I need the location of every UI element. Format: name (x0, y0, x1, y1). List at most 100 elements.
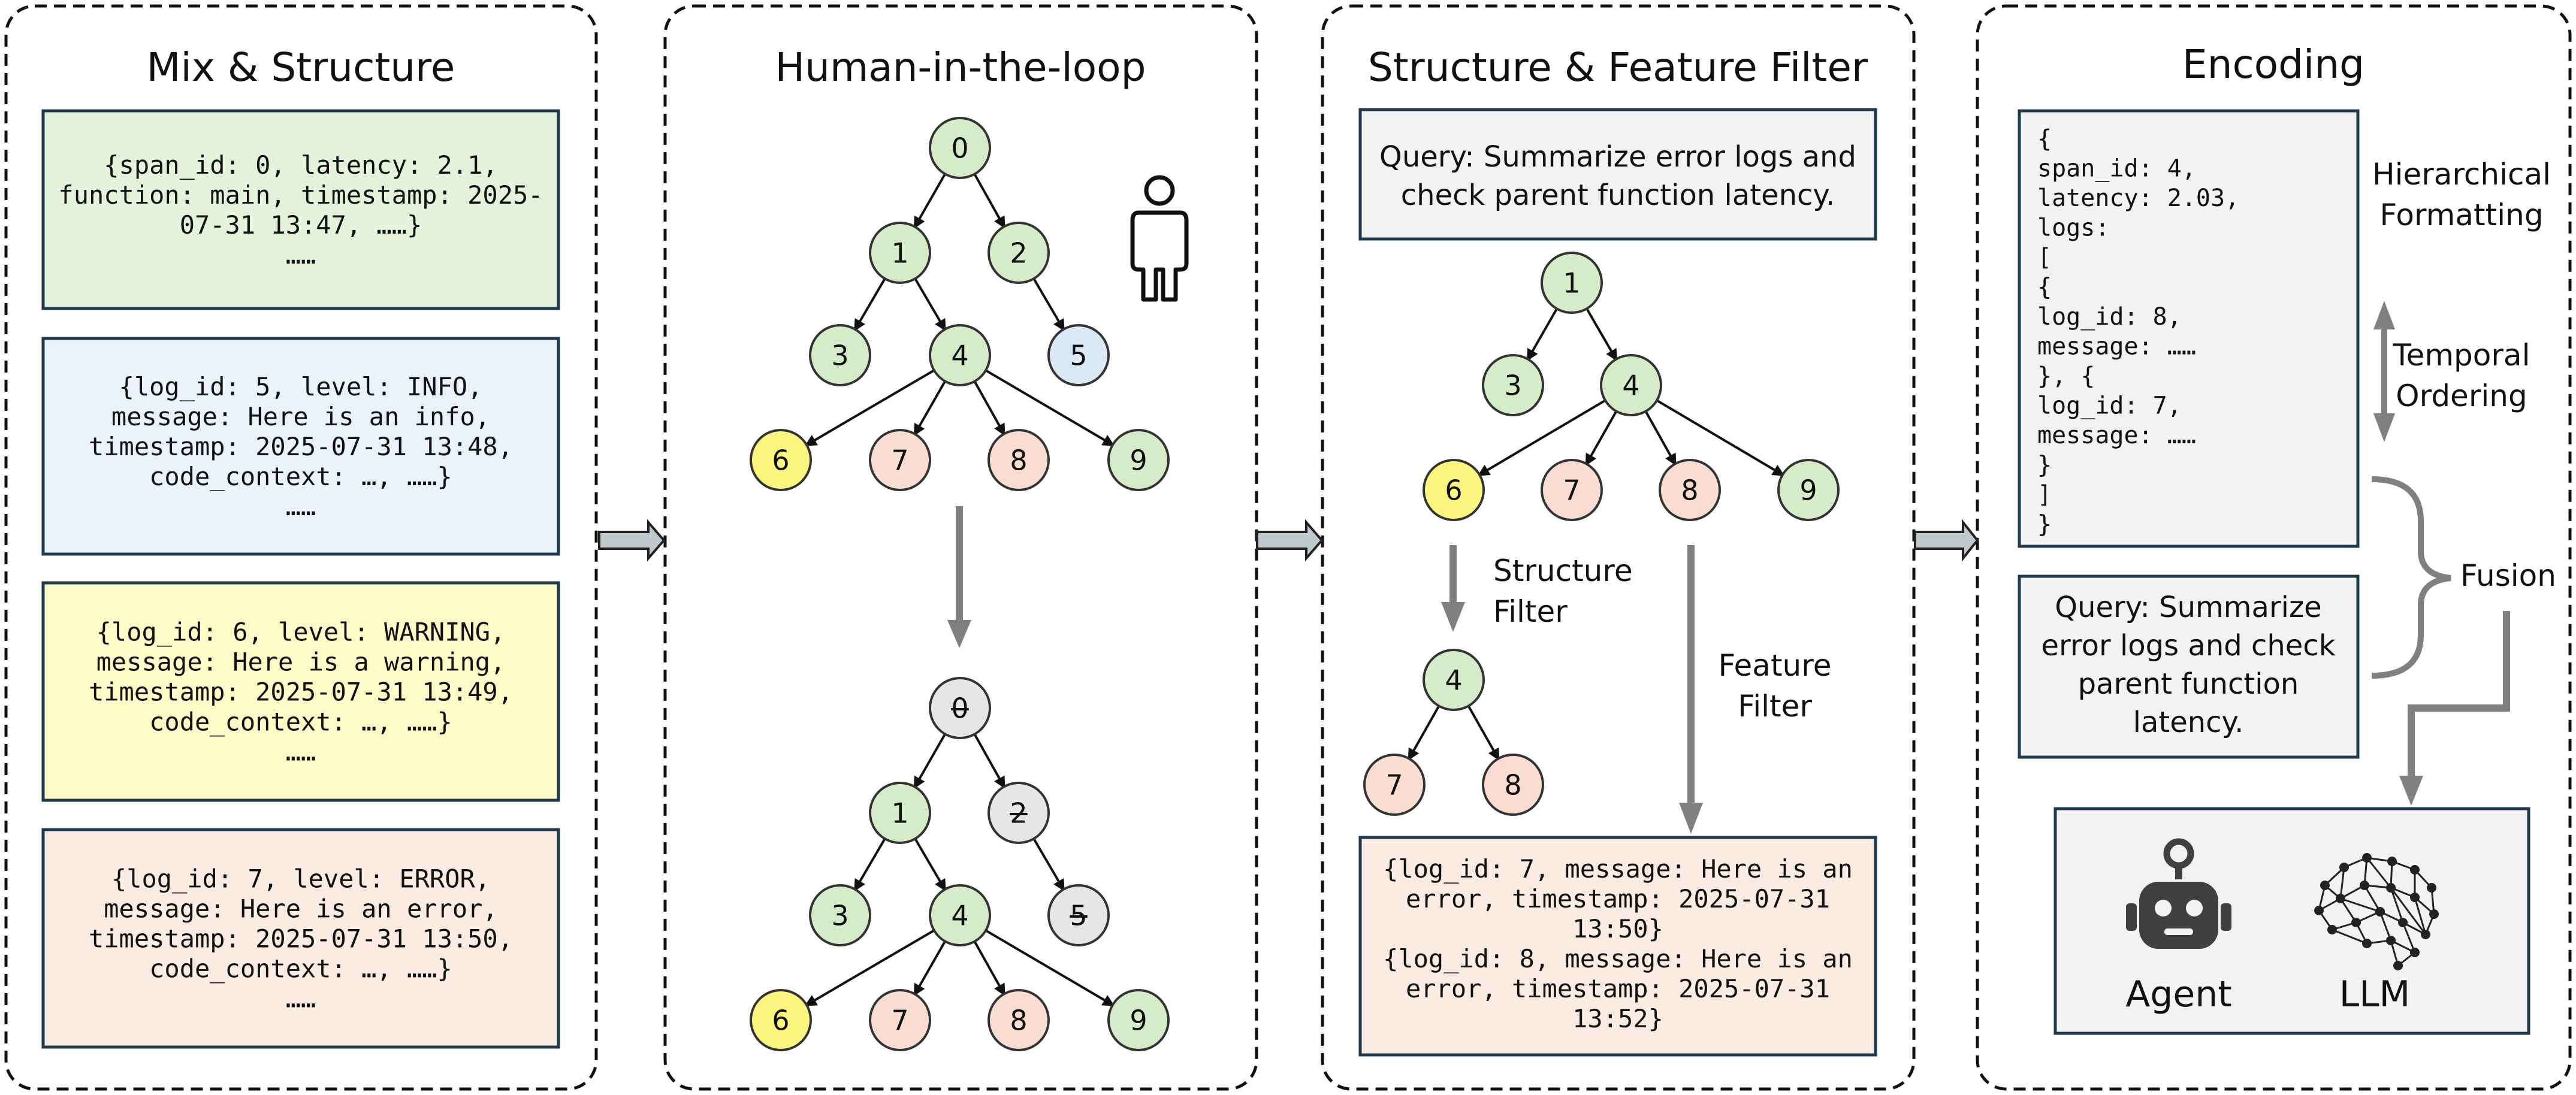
encoding-json-box (2018, 109, 2360, 548)
tree-node: 6 (750, 989, 812, 1051)
tree-node-circle (1600, 354, 1662, 416)
tree-node: 3 (1482, 354, 1544, 416)
tree-node: 3 (809, 884, 871, 946)
tree-edge (1585, 410, 1618, 466)
mix-record-line: {log_id: 5, level: INFO, (119, 372, 483, 401)
tree-node: 4 (929, 324, 991, 386)
tree-node: 7 (1541, 459, 1603, 521)
flow-arrow-3 (1914, 519, 1979, 562)
tree-node: 8 (1482, 754, 1544, 816)
tree-node-label: 7 (891, 444, 908, 477)
tree-node-label: 3 (831, 340, 848, 372)
encoding-query-line: error logs and check (2042, 629, 2336, 663)
tree-edge (985, 369, 1115, 446)
tree-edge (985, 929, 1115, 1006)
tree-node-circle (987, 989, 1050, 1051)
tree-node-label: 8 (1010, 1005, 1027, 1037)
tree-edge (1656, 399, 1785, 476)
network-node (2410, 893, 2420, 902)
tree-edge (973, 380, 1005, 436)
network-link (2340, 897, 2381, 913)
tree-node-label: 8 (1681, 474, 1698, 507)
tree-node-circle (929, 117, 991, 179)
brain-network-icon (2314, 853, 2439, 970)
tree-node-circle (929, 324, 991, 386)
tree-node-label: 8 (1010, 444, 1027, 477)
mix-record-line: …… (286, 240, 316, 270)
hierarchical-line: Hierarchical (2372, 157, 2551, 192)
filter-result-line: error, timestamp: 2025-07-31 (1406, 884, 1830, 913)
tree-node-label: 7 (891, 1005, 908, 1037)
mix-record-line: function: main, timestamp: 2025- (58, 180, 543, 210)
tree-node: 2 (987, 222, 1050, 284)
mix-record-line: {log_id: 7, level: ERROR, (111, 864, 490, 894)
tree-node-circle (869, 429, 931, 491)
temporal-line: Temporal (2393, 338, 2530, 373)
tree-node-label: 4 (951, 900, 968, 932)
tree-node: 9 (1107, 429, 1170, 491)
tree-node-label: 9 (1799, 474, 1817, 507)
feature-filter-arrow (1679, 545, 1703, 834)
filter-query-box (1358, 108, 1877, 241)
tree-node: 1 (869, 222, 931, 284)
tree-node: 8 (987, 989, 1050, 1051)
network-link (2379, 911, 2392, 941)
filter-result-line: error, timestamp: 2025-07-31 (1406, 974, 1830, 1003)
network-node (2398, 918, 2408, 927)
fusion-label: Fusion (2460, 558, 2556, 593)
tree-node: 4 (1600, 354, 1662, 416)
tree-node-circle (1423, 459, 1485, 521)
tree-node-circle (1107, 989, 1170, 1051)
tree-node-label: 9 (1130, 444, 1147, 477)
tree-node: 0 (929, 117, 991, 179)
feature-filter-line: Feature (1719, 648, 1832, 683)
tree-node-circle (869, 222, 931, 284)
tree-node-circle (1482, 754, 1544, 816)
tree-node-circle (809, 884, 871, 946)
tree-node-label: 3 (1504, 370, 1521, 402)
encoding-query-line: parent function (2078, 667, 2299, 701)
panel-encoding (1976, 4, 2572, 1091)
tree-edge (804, 929, 935, 1006)
panel-title-mix: Mix & Structure (147, 44, 455, 90)
tree-node-circle (869, 989, 931, 1051)
tree-edge (914, 838, 946, 892)
json-line: { (2037, 125, 2052, 153)
tree-node-circle (869, 782, 931, 844)
json-line: log_id: 7, (2037, 392, 2182, 420)
human-icon (1130, 175, 1189, 302)
mix-record-line: {log_id: 6, level: WARNING, (96, 618, 506, 647)
tree-node-label: 1 (891, 797, 908, 830)
tree-edge (1032, 278, 1065, 332)
tree-node-circle (1363, 754, 1426, 816)
json-line: ] (2037, 481, 2052, 509)
tree-node-label: 4 (951, 340, 968, 372)
json-line: message: …… (2037, 422, 2196, 449)
llm-label: LLM (2339, 973, 2411, 1015)
tree-node-label: 8 (1504, 769, 1521, 801)
json-line: { (2037, 274, 2052, 301)
tree-node: 1 (869, 782, 931, 844)
panel-title-encoding: Encoding (2182, 41, 2364, 87)
filter-query-line: Query: Summarize error logs and (1379, 140, 1856, 174)
tree-node-circle (929, 884, 991, 946)
tree-node-circle (1482, 354, 1544, 416)
tree-edge (854, 838, 886, 892)
network-node (2360, 881, 2369, 890)
network-link (2363, 885, 2381, 912)
tree-node-label: 6 (1445, 474, 1462, 507)
json-line: log_id: 8, (2037, 303, 2182, 331)
network-node (2362, 853, 2372, 863)
panel-title-hitl: Human-in-the-loop (775, 44, 1146, 90)
tree-node-label: 9 (1130, 1005, 1147, 1037)
tree-node-circle (1107, 429, 1170, 491)
mix-record-line: message: Here is an info, (111, 402, 490, 431)
tree-edge (913, 733, 946, 790)
mix-record-box (41, 828, 560, 1049)
json-line: latency: 2.03, (2037, 184, 2239, 212)
tree-node: 4 (929, 884, 991, 946)
